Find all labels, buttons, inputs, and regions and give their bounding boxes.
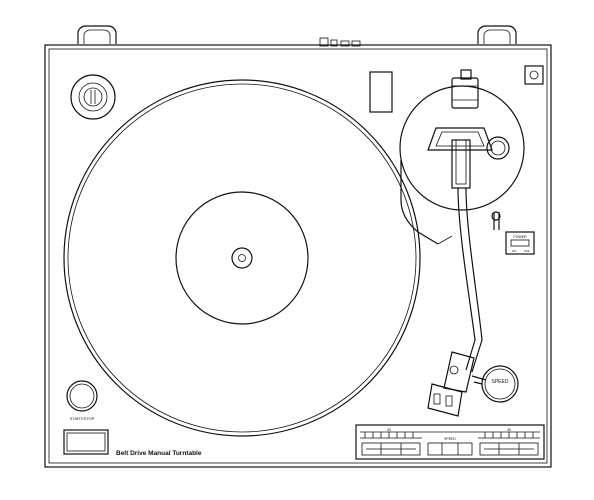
headshell[interactable]: [427, 351, 475, 417]
power-switch[interactable]: POWER ON OFF: [505, 231, 535, 255]
right-hinge: [477, 25, 517, 44]
speed-control-panel: 33 45 SPEED: [355, 424, 545, 460]
start-stop-button[interactable]: [66, 380, 98, 412]
record-label: [175, 191, 309, 325]
speed-knob[interactable]: SPEED: [473, 365, 519, 403]
speed-45-label: 45: [507, 428, 511, 432]
speed-panel-label: SPEED: [444, 437, 456, 441]
turntable-body: [44, 44, 552, 468]
start-stop-label: START/STOP: [70, 416, 95, 421]
left-hinge: [77, 25, 117, 44]
arm-rest: [491, 211, 501, 230]
counterweight[interactable]: [451, 69, 479, 109]
power-label: POWER: [513, 235, 527, 239]
speed-knob-label: SPEED: [492, 379, 509, 385]
turntable-body-inner: [48, 48, 548, 464]
finger-lift[interactable]: [471, 375, 487, 381]
tonearm-pivot: [427, 127, 493, 189]
tonearm-base: [399, 85, 525, 245]
power-off-label: OFF: [524, 249, 530, 253]
diagram-title: Belt Drive Manual Turntable: [116, 450, 202, 457]
speed-45-button[interactable]: [480, 443, 538, 455]
speed-33-label: 33: [387, 428, 391, 432]
adapter-holder: [70, 74, 116, 120]
speed-33-button[interactable]: [362, 443, 420, 455]
top-rectangle-panel: [369, 71, 393, 113]
power-on-label: ON: [512, 249, 517, 253]
spindle: [231, 247, 253, 269]
platter[interactable]: [63, 79, 421, 437]
front-panel-button[interactable]: [63, 429, 109, 455]
rear-connectors: [319, 37, 361, 47]
cue-button[interactable]: [524, 65, 544, 85]
front-panel-button-inner: [66, 432, 106, 452]
anti-skate-knob[interactable]: [486, 136, 510, 160]
tonearm[interactable]: [457, 187, 483, 373]
speed-pitch-button[interactable]: [428, 443, 472, 455]
